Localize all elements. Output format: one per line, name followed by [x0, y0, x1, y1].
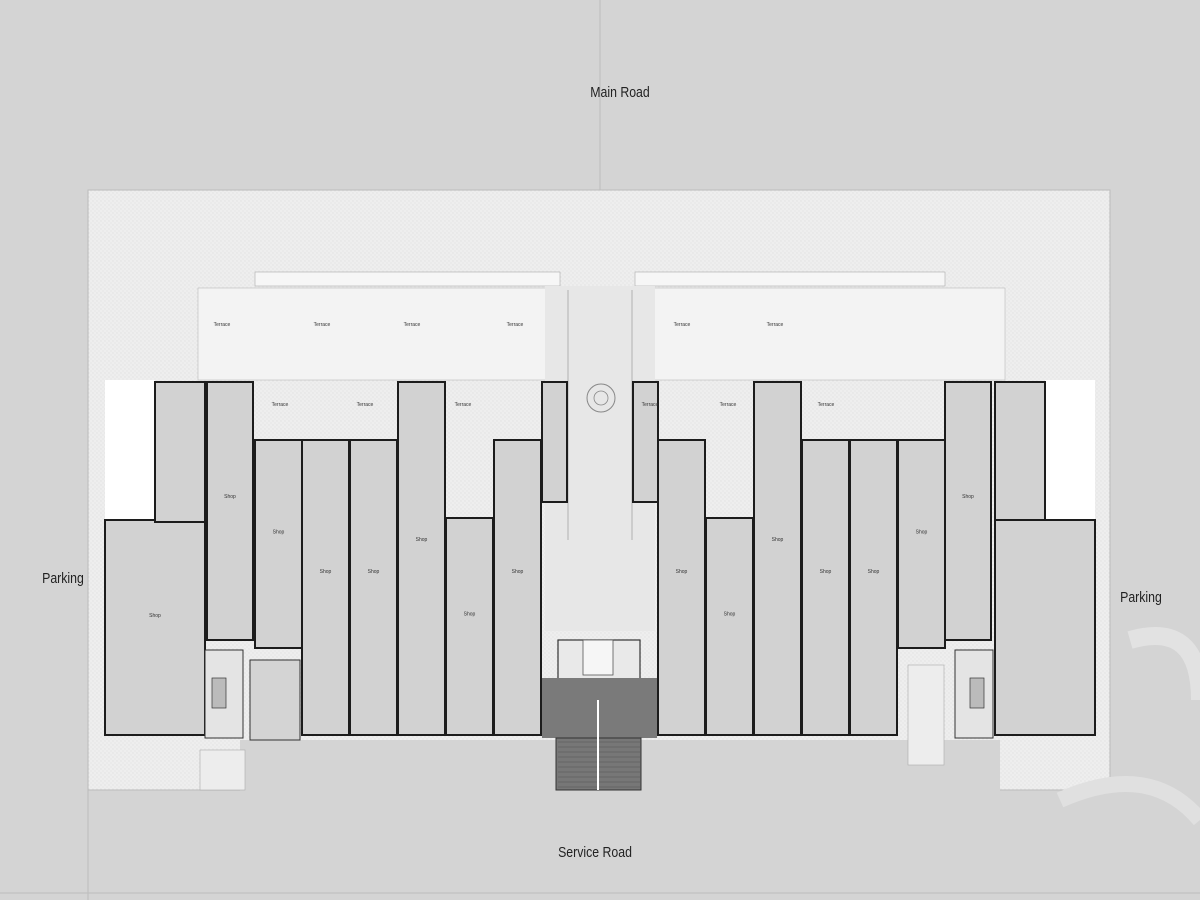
shop-unit [301, 439, 350, 736]
left-wing-void [105, 380, 155, 520]
left-courtyard [249, 659, 301, 741]
terrace-label: Terrace [720, 402, 737, 408]
shop-label: Shop [676, 569, 688, 575]
terrace-label: Terrace [357, 402, 374, 408]
shop-label: Shop [820, 569, 832, 575]
right-small-block [907, 664, 945, 766]
terrace-label: Terrace [767, 322, 784, 328]
main-road-label: Main Road [590, 84, 650, 101]
shop-unit [493, 439, 542, 736]
shop-label: Shop [724, 612, 736, 618]
terrace-label: Terrace [507, 322, 524, 328]
shop-unit [632, 381, 659, 503]
terrace-label: Terrace [642, 402, 659, 408]
left-small-block [199, 749, 246, 791]
shop-unit [657, 439, 706, 736]
parking-left-label: Parking [42, 570, 84, 587]
shop-label: Shop [224, 494, 236, 500]
shop-unit [994, 381, 1046, 523]
right-wing-void [1045, 380, 1095, 520]
shop-label: Shop [916, 530, 928, 536]
shop-unit [397, 381, 446, 736]
staircase-block [542, 678, 657, 738]
shop-label: Shop [772, 537, 784, 543]
terrace-label: Terrace [314, 322, 331, 328]
washroom-left-fixture [211, 677, 227, 709]
terrace-band-left [197, 287, 564, 381]
shop-label: Shop [962, 494, 974, 500]
shop-unit [753, 381, 802, 736]
lift-core [582, 639, 614, 676]
fountain-inner-icon [593, 390, 609, 406]
watermark-arc [1127, 627, 1200, 701]
shop-label: Shop [416, 537, 428, 543]
fountain-icon [586, 383, 616, 413]
shop-unit [801, 439, 850, 736]
terrace-label: Terrace [272, 402, 289, 408]
shop-unit [994, 519, 1096, 736]
terrace-label: Terrace [455, 402, 472, 408]
bench-strip-right [634, 271, 946, 287]
terrace-label: Terrace [818, 402, 835, 408]
shop-unit [849, 439, 898, 736]
shop-label: Shop [464, 612, 476, 618]
terrace-band-right [634, 287, 1006, 381]
bench-strip-left [254, 271, 561, 287]
terrace-label: Terrace [214, 322, 231, 328]
shop-unit [445, 517, 494, 736]
shop-label: Shop [512, 569, 524, 575]
service-road-label: Service Road [558, 844, 632, 861]
watermark-arc-2 [1056, 776, 1200, 826]
shop-unit [705, 517, 754, 736]
shop-unit [944, 381, 992, 641]
terrace-label: Terrace [674, 322, 691, 328]
shop-unit [206, 381, 254, 641]
shop-unit [104, 519, 206, 736]
washroom-right-fixture [969, 677, 985, 709]
shop-unit [254, 439, 303, 649]
shop-unit [541, 381, 568, 503]
parking-right-label: Parking [1120, 589, 1162, 606]
shop-label: Shop [149, 613, 161, 619]
terrace-label: Terrace [404, 322, 421, 328]
shop-label: Shop [368, 569, 380, 575]
shop-label: Shop [868, 569, 880, 575]
shop-unit [154, 381, 206, 523]
shop-label: Shop [320, 569, 332, 575]
shop-unit [349, 439, 398, 736]
shop-label: Shop [273, 530, 285, 536]
shop-unit [897, 439, 946, 649]
